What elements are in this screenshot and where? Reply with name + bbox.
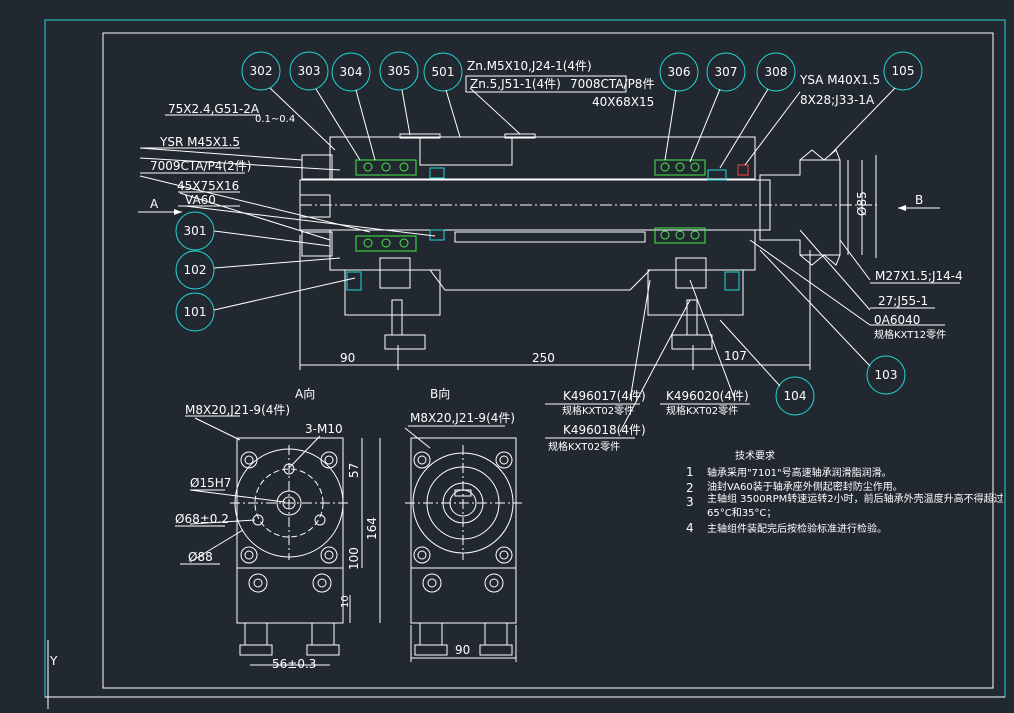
main-dimensions [299, 160, 863, 370]
label-zn1: Zn.M5X10,J24-1(4件) [467, 59, 592, 73]
label-j27: 27;J55-1 [878, 294, 928, 308]
label-va60: VA60 [185, 193, 216, 207]
note-2: 油封VA60装于轴承座外侧起密封防尘作用。 [707, 480, 903, 493]
dim-57: 57 [347, 463, 361, 478]
label-ysa: YSA M40X1.5 [799, 73, 880, 87]
label-7009: 7009CTA/P4(2件) [150, 159, 251, 173]
label-k17: K496017(4件) [563, 389, 646, 403]
label-kxt12: 规格KXT12零件 [874, 328, 946, 341]
balloon-308[interactable]: 308 [756, 52, 796, 92]
svg-text:307: 307 [715, 65, 738, 79]
dim-107: 107 [724, 349, 747, 363]
dim-56: 56±0.3 [272, 657, 316, 671]
view-b-label: B向 [430, 386, 450, 401]
support-right [647, 257, 744, 350]
svg-text:105: 105 [892, 64, 915, 78]
label-7008: 7008CTA/P8件 [570, 77, 654, 91]
label-dia85: Ø85 [855, 191, 869, 216]
balloon-304[interactable]: 304 [331, 52, 371, 92]
balloon-102[interactable]: 102 [175, 250, 215, 290]
leader-lines [139, 87, 896, 433]
balloon-302[interactable]: 302 [241, 51, 281, 91]
svg-text:304: 304 [340, 65, 363, 79]
label-d15: Ø15H7 [190, 476, 231, 490]
label-oa: 0A6040 [874, 313, 920, 327]
label-ysr: YSR M45X1.5 [159, 135, 240, 149]
svg-text:102: 102 [184, 263, 207, 277]
balloon-101[interactable]: 101 [175, 292, 215, 332]
label-m8a: M8X20,J21-9(4件) [185, 403, 290, 417]
dim-10: 10 [340, 595, 351, 608]
view-b [404, 425, 522, 662]
label-m8b: M8X20,J21-9(4件) [410, 411, 515, 425]
dim-100: 100 [347, 547, 361, 570]
label-underlines [140, 114, 960, 439]
balloon-501[interactable]: 501 [423, 52, 463, 92]
label-k18: K496018(4件) [563, 423, 646, 437]
note-1: 轴承采用"7101"号高速轴承润滑脂润滑。 [707, 466, 892, 479]
ucs-y: Y [49, 654, 58, 668]
support-left [344, 257, 441, 350]
label-gap: 0.1~0.4 [255, 114, 295, 125]
svg-text:501: 501 [432, 65, 455, 79]
svg-text:303: 303 [298, 64, 321, 78]
note-3-num: 3 [686, 495, 694, 509]
balloon-307[interactable]: 307 [706, 52, 746, 92]
label-seal45: 45X75X16 [177, 179, 239, 193]
view-a [175, 415, 381, 666]
label-key8: 8X28;J33-1A [800, 93, 875, 107]
note-3a: 主轴组 3500RPM转速运转2小时，前后轴承外壳温度升高不得超过 [707, 492, 1004, 505]
label-m27: M27X1.5;J14-4 [875, 269, 963, 283]
balloon-104[interactable]: 104 [775, 376, 815, 416]
balloon-306[interactable]: 306 [659, 52, 699, 92]
arrow-b: B [915, 193, 923, 207]
dim-250: 250 [532, 351, 555, 365]
dim-90b: 90 [455, 643, 470, 657]
label-k20: K496020(4件) [666, 389, 749, 403]
note-4: 主轴组件装配完后按检验标准进行检验。 [707, 522, 887, 535]
technical-notes: 技术要求 1 轴承采用"7101"号高速轴承润滑脂润滑。 2 油封VA60装于轴… [686, 449, 1004, 535]
svg-text:306: 306 [668, 65, 691, 79]
label-m10: 3-M10 [305, 422, 343, 436]
balloon-303[interactable]: 303 [289, 51, 329, 91]
svg-text:308: 308 [765, 65, 788, 79]
drawing-frame [44, 19, 1006, 698]
svg-text:302: 302 [250, 64, 273, 78]
dim-90: 90 [340, 351, 355, 365]
svg-text:301: 301 [184, 224, 207, 238]
note-1-num: 1 [686, 465, 694, 479]
label-k20s: 规格KXT02零件 [666, 404, 738, 417]
label-k18s: 规格KXT02零件 [548, 440, 620, 453]
note-3b: 65°C和35°C； [707, 507, 776, 519]
svg-text:305: 305 [388, 64, 411, 78]
arrow-a: A [150, 197, 159, 211]
balloon-305[interactable]: 305 [379, 51, 419, 91]
notes-title: 技术要求 [735, 449, 775, 462]
balloon-301[interactable]: 301 [175, 211, 215, 251]
svg-text:103: 103 [875, 368, 898, 382]
balloon-103[interactable]: 103 [866, 355, 906, 395]
label-ring75: 75X2.4,G51-2A [168, 102, 260, 116]
annotations: Zn.M5X10,J24-1(4件) Zn.5,J51-1(4件) 7008CT… [49, 59, 963, 671]
view-a-label: A向 [295, 386, 315, 401]
dim-164: 164 [365, 517, 379, 540]
svg-text:101: 101 [184, 305, 207, 319]
balloon-105[interactable]: 105 [883, 51, 923, 91]
label-40x68: 40X68X15 [592, 95, 654, 109]
label-zn2: Zn.5,J51-1(4件) [470, 77, 561, 91]
label-d68: Ø68±0.2 [175, 512, 229, 526]
label-d88: Ø88 [188, 550, 213, 564]
spindle-section [299, 133, 880, 350]
svg-text:104: 104 [784, 389, 807, 403]
note-4-num: 4 [686, 521, 694, 535]
part-balloons: 302 303 304 305 501 306 307 308 105 301 … [175, 51, 923, 416]
label-k17s: 规格KXT02零件 [562, 404, 634, 417]
note-2-num: 2 [686, 481, 694, 495]
